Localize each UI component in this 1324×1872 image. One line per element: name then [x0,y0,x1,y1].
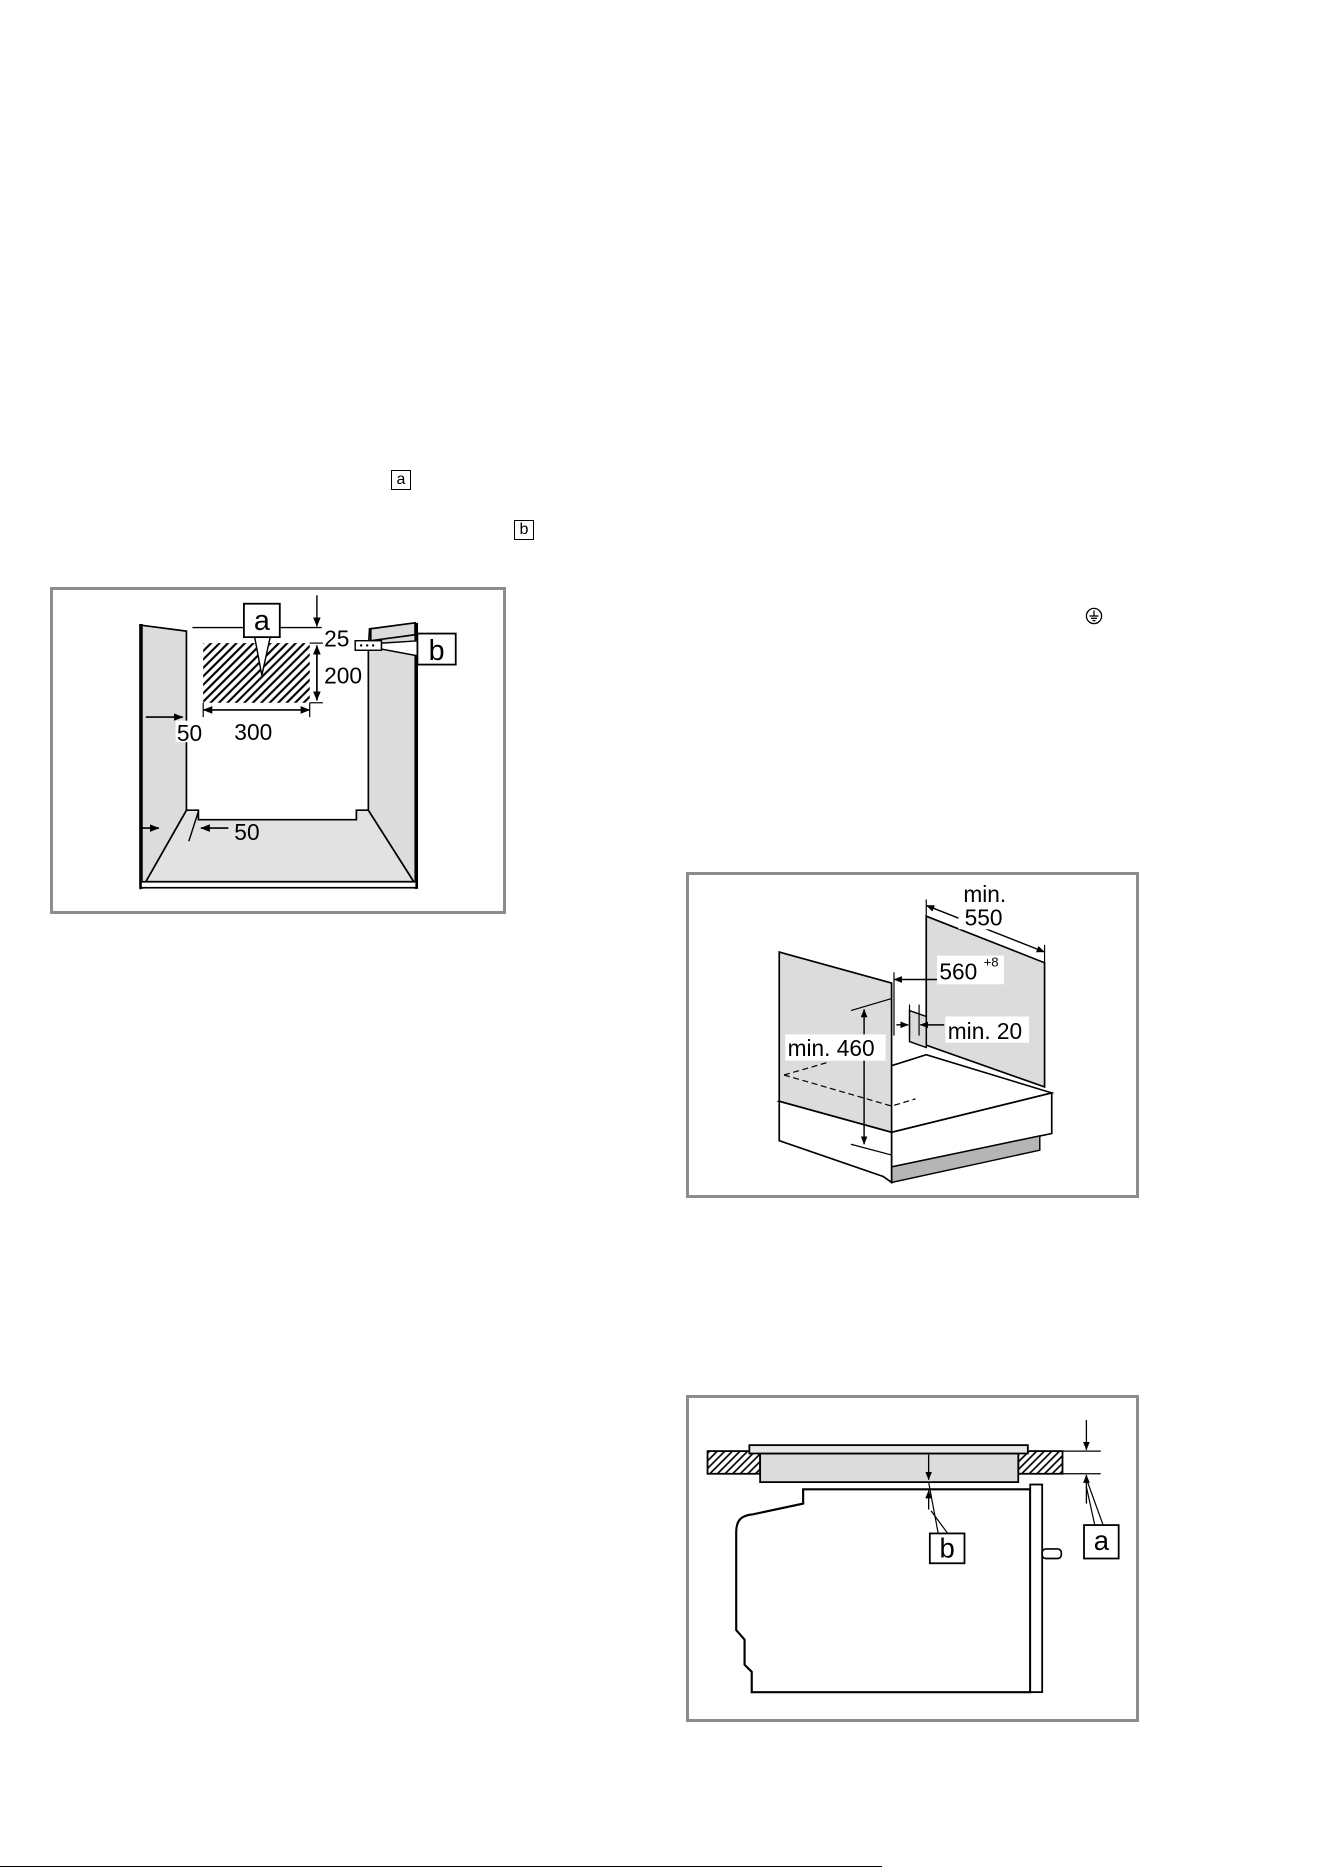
callout-b-label: b [429,635,445,667]
dim-460-label: min. 460 [788,1035,875,1061]
oven-body [736,1489,1030,1692]
inline-ref-a: a [391,470,411,490]
worktop-left [708,1451,761,1474]
hatched-area [203,643,310,703]
page-bottom-rule [0,1866,882,1867]
oven-knob [1042,1549,1061,1559]
figure-3: b a [686,1395,1139,1722]
figure-1-drawing: 25 200 300 50 50 a b [53,590,503,911]
hob-top-lip [749,1445,1027,1453]
dim-20-label: min. 20 [948,1018,1022,1044]
ground-symbol-icon [1085,607,1103,625]
hob-body [760,1453,1018,1482]
dim-50-side-label: 50 [177,720,202,746]
dim-25-label: 25 [324,626,349,652]
cabinet-floor [146,810,414,882]
dim-550-prefix: min. [963,881,1006,907]
dim-560-tolerance: +8 [984,954,999,969]
callout-a-label: a [254,605,270,637]
oven-door [1030,1485,1042,1693]
panel-notch [910,1011,927,1048]
cabinet-base-strip [141,882,416,888]
callout-b-label: b [940,1532,955,1563]
figure-2-drawing: min. 550 560 +8 min. 20 min. 460 [689,875,1136,1195]
callout-a-label: a [1094,1525,1110,1556]
dim-550-label: 550 [965,905,1003,931]
dim-50-bottom-label: 50 [234,819,259,845]
figure-1: 25 200 300 50 50 a b [50,587,506,914]
inline-ref-b: b [514,520,534,540]
dim-300-label: 300 [234,719,272,745]
dim-200-label: 200 [324,663,362,689]
dim-560-label: 560 [939,958,977,984]
figure-3-drawing: b a [689,1398,1136,1719]
figure-2: min. 550 560 +8 min. 20 min. 460 [686,872,1139,1198]
worktop-right [1018,1451,1062,1474]
